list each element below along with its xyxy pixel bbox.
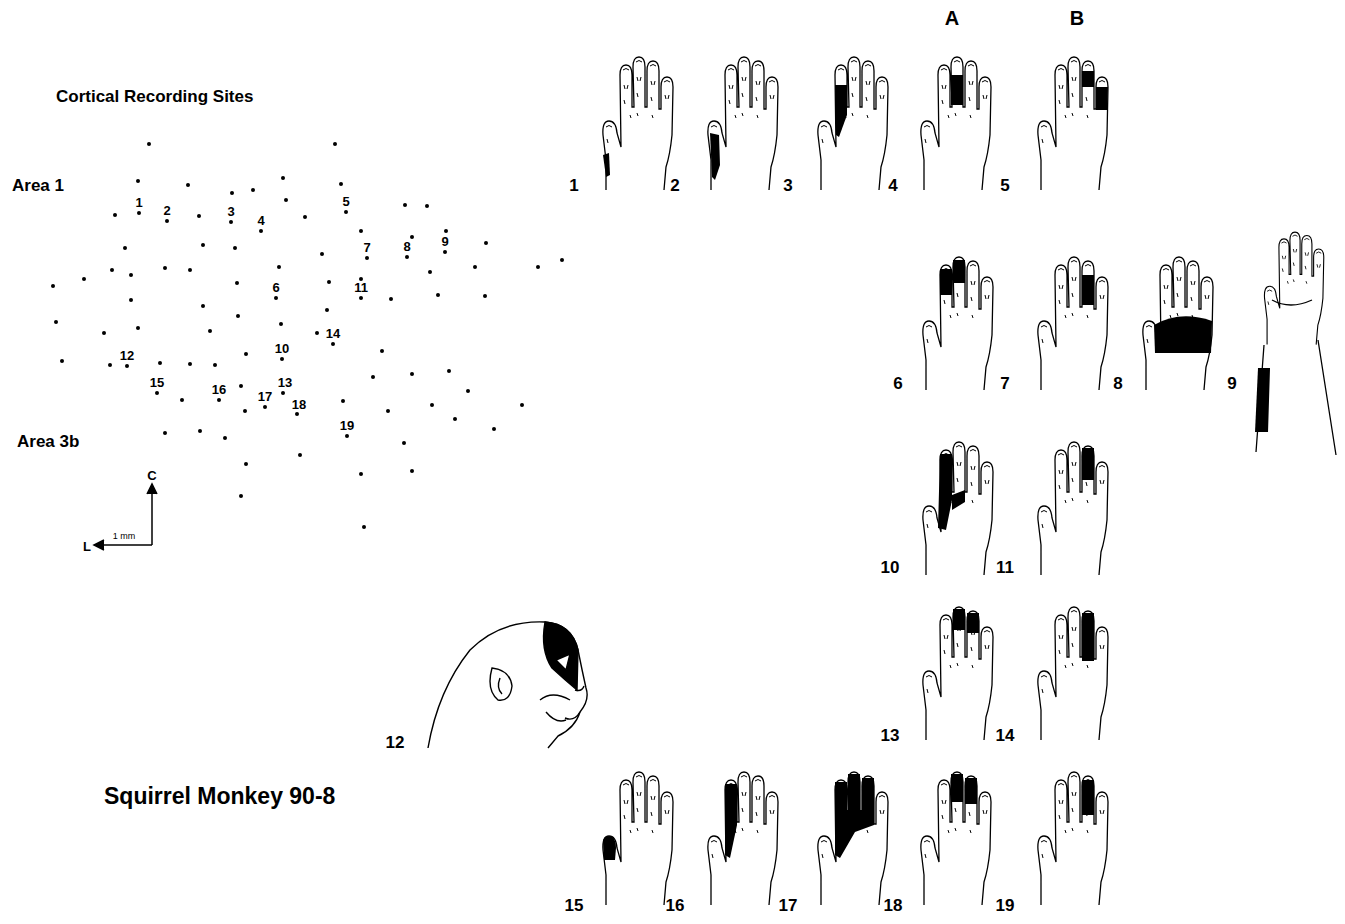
site-number: 11 <box>354 281 368 294</box>
site-number: 8 <box>403 240 410 253</box>
axis-label: C <box>147 469 156 482</box>
site-number: 1 <box>135 196 142 209</box>
site-number: 10 <box>275 342 289 355</box>
panel-number: 18 <box>884 897 903 914</box>
site-number: 3 <box>227 205 234 218</box>
site-number: 15 <box>150 376 164 389</box>
panel-number: 7 <box>1000 375 1009 392</box>
site-number: 19 <box>340 419 354 432</box>
panel-number: 19 <box>996 897 1015 914</box>
panel-number: 1 <box>569 177 578 194</box>
orientation-axes <box>94 484 157 550</box>
site-number: 4 <box>257 214 264 227</box>
panel-number: 17 <box>779 897 798 914</box>
panel-number: 16 <box>666 897 685 914</box>
monkey-head <box>428 622 587 748</box>
axis-label: L <box>83 540 91 553</box>
area-label: Area 3b <box>17 433 79 450</box>
panel-number: 13 <box>881 727 900 744</box>
panel-number: 14 <box>996 727 1015 744</box>
site-number: 6 <box>272 281 279 294</box>
figure-heading: Cortical Recording Sites <box>56 88 253 105</box>
panel-number: 4 <box>888 177 897 194</box>
panel-number: 2 <box>670 177 679 194</box>
panel-number: 15 <box>565 897 584 914</box>
recording-sites <box>51 142 564 529</box>
column-letter: A <box>945 8 959 28</box>
site-number: 17 <box>258 390 272 403</box>
figure-title: Squirrel Monkey 90-8 <box>104 785 335 808</box>
panel-number: 11 <box>996 559 1014 576</box>
site-number: 2 <box>163 204 170 217</box>
site-number: 12 <box>120 349 134 362</box>
panel-number: 9 <box>1227 375 1236 392</box>
panel-number: 10 <box>881 559 900 576</box>
column-letter: B <box>1070 8 1084 28</box>
panel-number: 12 <box>386 734 405 751</box>
site-number: 18 <box>292 398 306 411</box>
hand-figures <box>603 57 1336 905</box>
site-number: 13 <box>278 376 292 389</box>
site-number: 7 <box>363 241 370 254</box>
panel-number: 8 <box>1113 375 1122 392</box>
scale-label: 1 mm <box>113 532 136 541</box>
panel-number: 5 <box>1000 177 1009 194</box>
site-number: 14 <box>326 327 340 340</box>
panel-number: 6 <box>893 375 902 392</box>
panel-number: 3 <box>783 177 792 194</box>
site-number: 16 <box>212 383 226 396</box>
site-number: 5 <box>342 195 349 208</box>
site-number: 9 <box>441 235 448 248</box>
area-label: Area 1 <box>12 177 64 194</box>
